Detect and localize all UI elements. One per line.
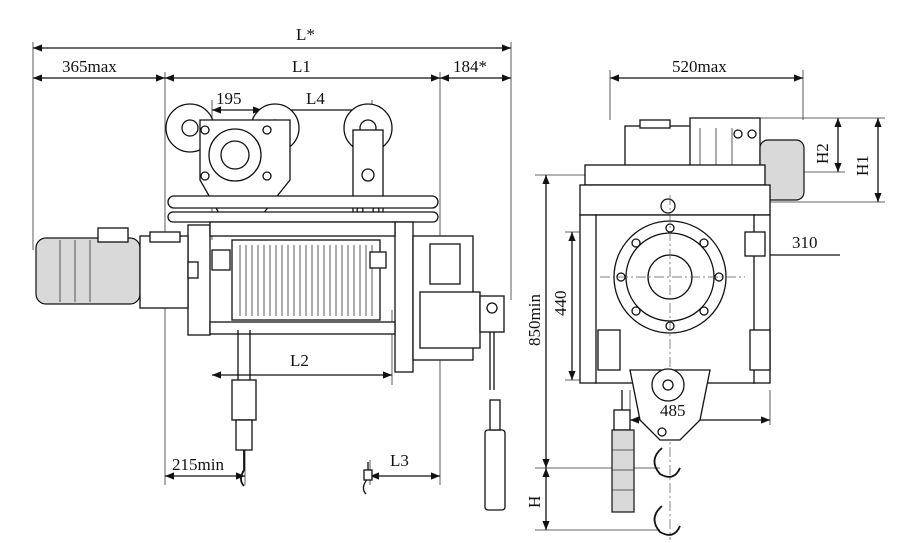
label-215min: 215min (172, 455, 224, 474)
label-440: 440 (551, 291, 570, 317)
rope-grooves (239, 245, 373, 316)
label-l-star: L* (296, 25, 315, 44)
label-520max: 520max (672, 57, 727, 76)
label-310: 310 (792, 233, 818, 252)
label-h1: H1 (853, 155, 872, 176)
label-l4: L4 (306, 89, 325, 108)
label-l1: L1 (292, 57, 311, 76)
label-365max: 365max (62, 57, 117, 76)
dimension-labels: L* 365max L1 184* 195 L4 L2 215min L3 52… (62, 25, 872, 508)
label-485: 485 (660, 401, 686, 420)
end-view (535, 70, 885, 540)
label-850min: 850min (525, 294, 544, 346)
label-l3: L3 (390, 451, 409, 470)
label-184: 184* (453, 57, 487, 76)
label-h: H (525, 496, 544, 508)
side-view (32, 42, 512, 511)
label-h2: H2 (813, 143, 832, 164)
label-195: 195 (216, 89, 242, 108)
label-l2: L2 (290, 351, 309, 370)
